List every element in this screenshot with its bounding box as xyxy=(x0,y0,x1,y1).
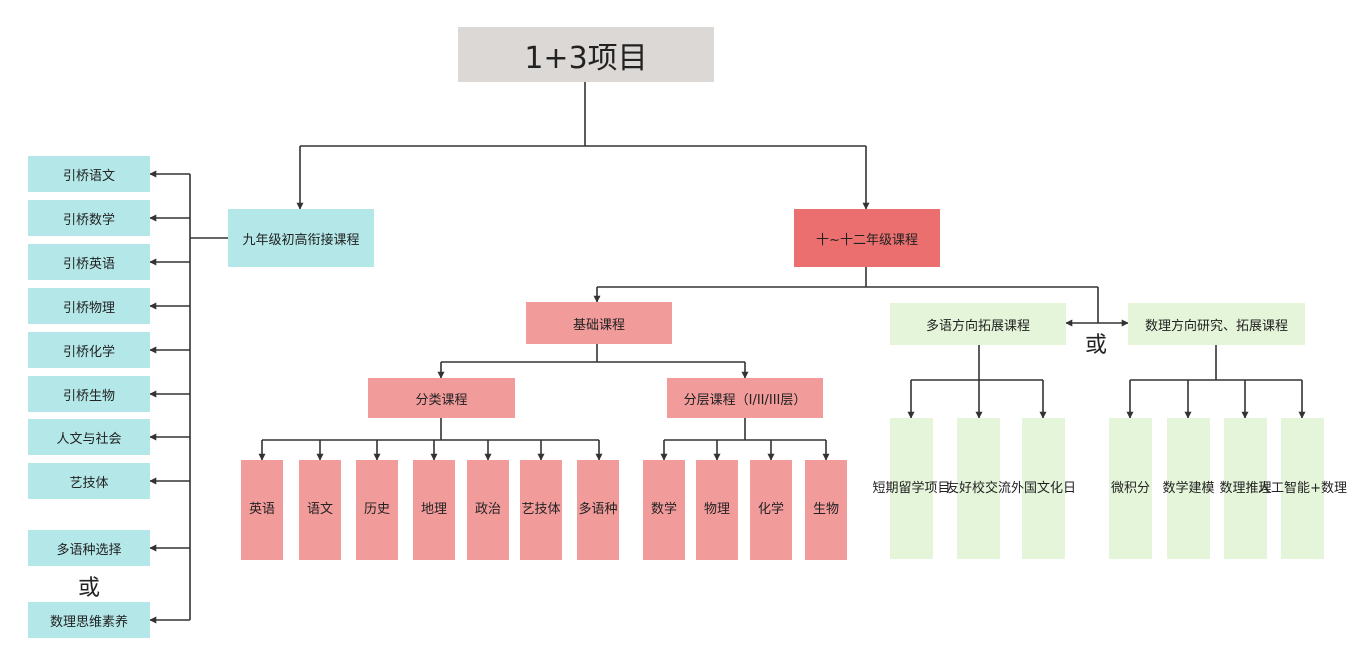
vertical-char: 好 xyxy=(958,480,972,496)
vertical-char: 语 xyxy=(262,502,276,518)
vertical-char: 文 xyxy=(320,502,334,518)
vertical-char: 艺 xyxy=(521,502,535,518)
grade9-course-box: 九年级初高衔接课程 xyxy=(228,209,374,267)
subject-history: 历史 xyxy=(356,460,398,560)
grade9-item-chinese-bridge: 引桥语文 xyxy=(28,156,150,192)
vertical-char: 数 xyxy=(1162,480,1176,496)
vertical-char: 短 xyxy=(872,480,886,496)
vertical-char: 建 xyxy=(1188,480,1202,496)
vertical-char: 日 xyxy=(1063,480,1077,496)
grade9-item-humanities: 人文与社会 xyxy=(28,419,150,455)
vertical-char: 目 xyxy=(937,480,951,496)
vertical-char: 学 xyxy=(911,480,925,496)
vertical-char: 数 xyxy=(650,502,664,518)
vertical-char: 能 xyxy=(1297,480,1311,496)
item-short-term-study-abroad: 短期留学项目 xyxy=(872,418,951,559)
vertical-char: 交 xyxy=(985,480,999,496)
grade9-item-english-bridge: 引桥英语 xyxy=(28,244,150,280)
vertical-char: 政 xyxy=(474,502,488,518)
vertical-char: 理 xyxy=(1232,480,1246,496)
vertical-char: 理 xyxy=(434,502,448,518)
vertical-char: 留 xyxy=(898,480,912,496)
subject-multilingual: 多语种 xyxy=(577,460,619,560)
vertical-char: 人 xyxy=(1258,480,1272,496)
vertical-char: 期 xyxy=(885,480,899,496)
or-label-grade9: 或 xyxy=(78,576,101,601)
vertical-char: + xyxy=(1310,480,1321,496)
vertical-char: 校 xyxy=(972,480,986,496)
vertical-char: 积 xyxy=(1123,480,1137,496)
vertical-char: 外 xyxy=(1010,480,1024,496)
or-label-extension: 或 xyxy=(1085,333,1108,358)
vertical-char: 地 xyxy=(420,502,434,518)
subject-chemistry: 化学 xyxy=(750,460,792,560)
vertical-char: 语 xyxy=(306,502,320,518)
classified-course-box: 分类课程 xyxy=(368,378,515,418)
subject-arts-tech-pe: 艺技体 xyxy=(520,460,562,560)
vertical-char: 语 xyxy=(591,502,605,518)
vertical-char: 历 xyxy=(363,502,377,518)
vertical-char: 种 xyxy=(604,502,618,518)
vertical-char: 体 xyxy=(547,502,561,518)
subject-physics: 物理 xyxy=(696,460,738,560)
subject-chinese: 语文 xyxy=(299,460,341,560)
vertical-char: 理 xyxy=(717,502,731,518)
vertical-char: 项 xyxy=(924,480,938,496)
subject-english: 英语 xyxy=(241,460,283,560)
subject-math: 数学 xyxy=(643,460,685,560)
vertical-char: 学 xyxy=(1175,480,1189,496)
grade9-item-arts-tech-pe: 艺技体 xyxy=(28,463,150,499)
vertical-char: 化 xyxy=(1050,480,1064,496)
item-calculus: 微积分 xyxy=(1109,418,1152,559)
vertical-char: 生 xyxy=(812,502,826,518)
vertical-char: 化 xyxy=(757,502,771,518)
basic-course-box: 基础课程 xyxy=(526,302,672,344)
math-extension-box: 数理方向研究、拓展课程 xyxy=(1128,303,1305,345)
grade9-item-multilingual-choice: 多语种选择 xyxy=(28,530,150,566)
grade9-item-math-bridge: 引桥数学 xyxy=(28,200,150,236)
vertical-char: 微 xyxy=(1110,480,1124,496)
item-ai-math: 人工智能+数理 xyxy=(1258,418,1347,559)
subject-biology: 生物 xyxy=(805,460,847,560)
vertical-char: 分 xyxy=(1137,480,1151,496)
grade9-item-chemistry-bridge: 引桥化学 xyxy=(28,332,150,368)
grade1012-course-box: 十~十二年级课程 xyxy=(794,209,940,267)
item-foreign-culture-day: 外国文化日 xyxy=(1011,418,1076,559)
layered-course-box: 分层课程（I/II/III层） xyxy=(667,378,823,418)
item-math-reasoning: 数理推理 xyxy=(1219,418,1272,559)
root-title-box: 1+3项目 xyxy=(458,27,714,82)
vertical-char: 国 xyxy=(1023,480,1037,496)
vertical-char: 推 xyxy=(1245,480,1259,496)
vertical-char: 数 xyxy=(1320,480,1334,496)
vertical-char: 多 xyxy=(578,502,592,518)
vertical-char: 治 xyxy=(488,502,502,518)
vertical-char: 智 xyxy=(1284,480,1298,496)
vertical-char: 工 xyxy=(1271,480,1285,496)
subject-politics: 政治 xyxy=(467,460,509,560)
vertical-char: 史 xyxy=(377,502,391,518)
vertical-char: 学 xyxy=(771,502,785,518)
vertical-char: 英 xyxy=(248,502,262,518)
vertical-char: 友 xyxy=(945,480,959,496)
vertical-char: 流 xyxy=(998,480,1012,496)
grade9-item-physics-bridge: 引桥物理 xyxy=(28,288,150,324)
vertical-char: 理 xyxy=(1258,480,1272,496)
vertical-char: 理 xyxy=(1333,480,1347,496)
vertical-char: 物 xyxy=(826,502,840,518)
vertical-char: 物 xyxy=(703,502,717,518)
multilingual-extension-box: 多语方向拓展课程 xyxy=(890,303,1066,345)
vertical-char: 数 xyxy=(1219,480,1233,496)
vertical-char: 模 xyxy=(1201,480,1215,496)
item-math-modeling: 数学建模 xyxy=(1162,418,1215,559)
grade9-item-math-thinking: 数理思维素养 xyxy=(28,602,150,638)
vertical-char: 学 xyxy=(664,502,678,518)
item-partner-school-exchange: 友好校交流 xyxy=(946,418,1011,559)
subject-geography: 地理 xyxy=(413,460,455,560)
vertical-char: 技 xyxy=(534,502,548,518)
grade9-item-biology-bridge: 引桥生物 xyxy=(28,376,150,412)
vertical-char: 文 xyxy=(1037,480,1051,496)
